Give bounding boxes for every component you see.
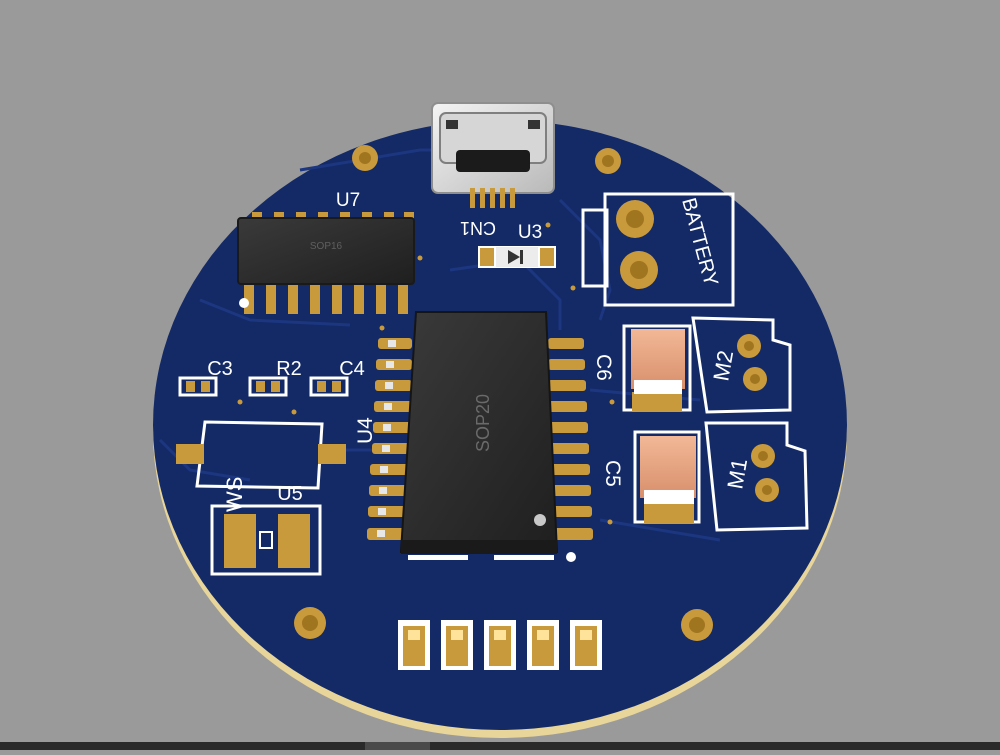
viewer-bottom-strip [0, 742, 1000, 750]
label-c3: C3 [207, 358, 233, 380]
mount-hole [595, 148, 621, 174]
capacitor-c5 [633, 430, 701, 524]
u4-right-pins [548, 338, 593, 540]
capacitor-c4 [309, 376, 349, 397]
header-pad [527, 620, 559, 670]
component-u5 [210, 504, 322, 576]
mount-hole [681, 609, 713, 641]
capacitor-c3 [178, 376, 218, 397]
mounting-holes [294, 145, 713, 641]
label-u7: U7 [336, 190, 360, 211]
footprint-ws [176, 420, 346, 490]
motor-connector-m2 [691, 316, 792, 414]
resistor-r2 [248, 376, 288, 397]
header-pad [570, 620, 602, 670]
chip-u7 [237, 212, 415, 314]
capacitor-c6 [622, 324, 692, 412]
label-cn1: CN1 [460, 218, 496, 238]
header-pad [484, 620, 516, 670]
battery-connector [581, 192, 735, 307]
label-c6: C6 [592, 354, 615, 381]
u4-marking: SOP20 [473, 394, 493, 452]
mount-hole [294, 607, 326, 639]
label-u5: U5 [277, 483, 303, 505]
label-u3: U3 [518, 222, 542, 243]
label-m2: M2 [708, 348, 738, 382]
label-c4: C4 [339, 358, 365, 380]
chip-u4 [367, 311, 593, 562]
viewer-bottom-segment [365, 742, 430, 750]
label-c5: C5 [601, 460, 624, 487]
label-r2: R2 [276, 358, 302, 380]
diode-u3 [478, 246, 556, 268]
header-pad [398, 620, 430, 670]
vias [237, 222, 615, 525]
u7-marking: SOP16 [310, 241, 343, 252]
usb-connector-cn1 [431, 102, 555, 208]
label-m1: M1 [722, 456, 752, 490]
motor-connector-m1 [704, 421, 809, 532]
mount-hole [352, 145, 378, 171]
u7-bottom-pins [244, 284, 408, 314]
header-pad [441, 620, 473, 670]
label-u4: U4 [354, 417, 377, 444]
header-pads [398, 620, 602, 670]
